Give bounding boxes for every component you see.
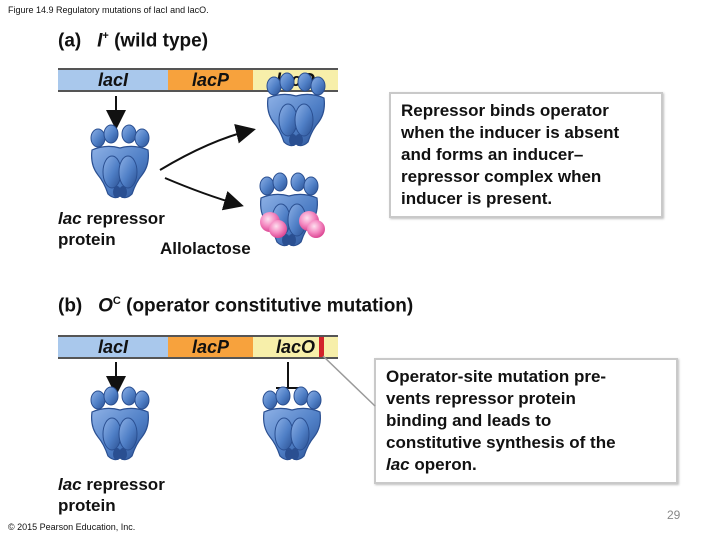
- callout-line: vents repressor protein: [386, 389, 576, 408]
- panel-b-superscript: C: [112, 295, 121, 307]
- callout-line: when the inducer is absent: [401, 123, 620, 142]
- panel-a-letter: (a): [58, 30, 82, 52]
- callout-leader-line: [322, 355, 376, 407]
- callout-line: repressor complex when: [401, 167, 602, 186]
- panel-a-superscript: +: [102, 30, 109, 42]
- panel-b-title: (b) OC (operator constitutive mutation): [58, 295, 413, 317]
- gene-segment-laci: lacI: [58, 70, 168, 90]
- panel-b-letter: (b): [58, 295, 83, 317]
- callout-line: binding and leads to: [386, 411, 552, 430]
- unbound-repressor-icon: [262, 386, 322, 461]
- callout-line: inducer is present.: [401, 189, 553, 208]
- panel-a-title: (a) I+ (wild type): [58, 30, 208, 52]
- callout-line: Repressor binds operator: [401, 101, 609, 120]
- panel-b-callout: Operator-site mutation pre- vents repres…: [374, 358, 678, 484]
- inducer-arrow: [164, 177, 244, 211]
- page-number: 29: [667, 508, 681, 522]
- panel-a-callout: Repressor binds operator when the induce…: [389, 92, 663, 218]
- panel-a-gene-symbol: I: [97, 30, 103, 52]
- repressor-protein-icon: [90, 124, 150, 199]
- panel-a-subtitle: (wild type): [114, 30, 209, 52]
- gene-segment-lacp: lacP: [168, 70, 253, 90]
- callout-line: lac operon.: [386, 455, 477, 474]
- panel-b-repressor-label: lac repressor protein: [58, 475, 165, 515]
- callout-line: constitutive synthesis of the: [386, 433, 616, 452]
- gene-segment-laco: lacO: [253, 337, 338, 357]
- mutation-marker: [319, 337, 324, 357]
- callout-line: and forms an inducer–: [401, 145, 584, 164]
- caption-text: Figure 14.9 Regulatory mutations of lacI…: [8, 5, 209, 15]
- gene-segment-lacp: lacP: [168, 337, 253, 357]
- panel-b-gene-bar: lacI lacP lacO: [58, 335, 338, 359]
- panel-b-subtitle: (operator constitutive mutation): [126, 295, 414, 317]
- bound-repressor-icon: [266, 72, 326, 147]
- panel-b-gene-symbol: O: [98, 295, 113, 317]
- binding-arrow: [159, 123, 256, 171]
- copyright-footer: © 2015 Pearson Education, Inc.: [8, 522, 136, 532]
- inducer-repressor-complex-icon: [259, 172, 319, 247]
- callout-line: Operator-site mutation pre-: [386, 367, 607, 386]
- allolactose-icon: [269, 220, 287, 238]
- repressor-protein-icon: [90, 386, 150, 461]
- allolactose-icon: [307, 220, 325, 238]
- figure-caption: Figure 14.9 Regulatory mutations of lacI…: [8, 5, 209, 15]
- allolactose-label: Allolactose: [160, 239, 251, 258]
- panel-a-repressor-label: lac repressor protein: [58, 209, 165, 249]
- gene-segment-laci: lacI: [58, 337, 168, 357]
